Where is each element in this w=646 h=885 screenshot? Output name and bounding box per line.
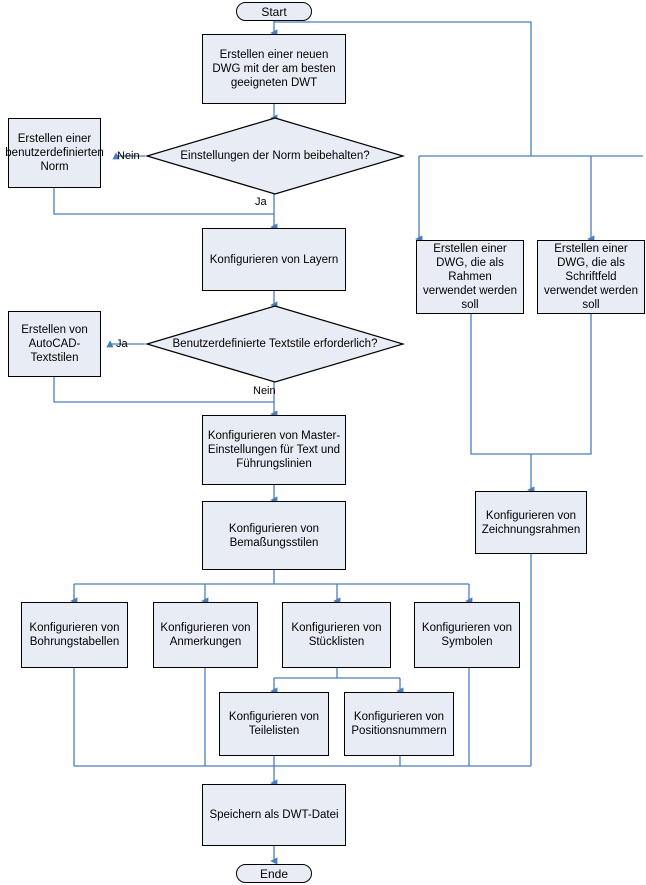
decision-custom-textstyles-label: Benutzerdefinierte Textstile erforderlic… [172,338,378,350]
node-acad-textstyles[interactable]: Erstellen von AutoCAD-Textstilen [8,311,101,377]
node-sheet-formats[interactable]: Konfigurieren von Zeichnungsrahmen [475,491,587,554]
node-save-dwt-label: Speichern als DWT-Datei [209,809,339,821]
edge-dwgs-to-bus [470,313,592,455]
edge-label-custom-text-no: Nein [253,385,276,397]
node-new-dwg-label: Erstellen einer neuen DWG mit der am bes… [212,49,336,89]
node-parts-lists[interactable]: Konfigurieren von Stücklisten [282,602,391,668]
node-dwg-titleblock[interactable]: Erstellen einer DWG, die als Schriftfeld… [537,240,645,314]
terminal-start-label: Start [261,4,287,19]
node-annotations[interactable]: Konfigurieren von Anmerkungen [153,602,258,668]
decision-keep-standard[interactable]: Einstellungen der Norm beibehalten? [144,117,406,195]
terminal-end-label: Ende [259,866,289,881]
node-hole-tables[interactable]: Konfigurieren von Bohrungstabellen [21,602,128,668]
node-master-text[interactable]: Konfigurieren von Master-Einstellungen f… [202,415,346,485]
node-hole-tables-label: Konfigurieren von Bohrungstabellen [29,622,120,648]
node-layers[interactable]: Konfigurieren von Layern [202,228,346,291]
node-custom-norm[interactable]: Erstellen einer benutzerdefinierten Norm [5,118,104,188]
node-annotations-label: Konfigurieren von Anmerkungen [160,622,251,648]
node-layers-label: Konfigurieren von Layern [209,253,339,266]
node-symbols-label: Konfigurieren von Symbolen [421,622,513,648]
node-item-lists[interactable]: Konfigurieren von Teilelisten [219,692,329,756]
node-symbols[interactable]: Konfigurieren von Symbolen [414,602,520,668]
decision-custom-textstyles[interactable]: Benutzerdefinierte Textstile erforderlic… [144,305,406,383]
edge-label-custom-text-yes: Ja [116,338,128,350]
decision-keep-standard-label: Einstellungen der Norm beibehalten? [180,150,370,162]
edge-label-keep-standard-yes: Ja [255,196,267,208]
node-save-dwt[interactable]: Speichern als DWT-Datei [202,784,346,846]
node-dimstyles[interactable]: Konfigurieren von Bemaßungsstilen [202,501,346,570]
node-dwg-border-label: Erstellen einer DWG, die als Rahmen verw… [423,243,517,311]
node-master-text-label: Konfigurieren von Master-Einstellungen f… [207,430,341,470]
node-balloons-label: Konfigurieren von Positionsnummern [351,711,447,737]
node-parts-lists-label: Konfigurieren von Stücklisten [291,622,382,648]
node-balloons[interactable]: Konfigurieren von Positionsnummern [344,692,454,756]
terminal-end[interactable]: Ende [236,864,312,883]
node-custom-norm-label: Erstellen einer benutzerdefinierten Norm [5,133,104,173]
terminal-start[interactable]: Start [236,2,312,21]
edge-label-keep-standard-no: Nein [117,150,140,162]
node-dwg-titleblock-label: Erstellen einer DWG, die als Schriftfeld… [544,243,638,311]
node-acad-textstyles-label: Erstellen von AutoCAD-Textstilen [21,324,88,364]
node-dimstyles-label: Konfigurieren von Bemaßungsstilen [228,522,320,549]
node-dwg-border[interactable]: Erstellen einer DWG, die als Rahmen verw… [416,240,524,314]
node-sheet-formats-label: Konfigurieren von Zeichnungsrahmen [481,509,581,536]
node-item-lists-label: Konfigurieren von Teilelisten [228,711,320,737]
node-new-dwg[interactable]: Erstellen einer neuen DWG mit der am bes… [202,34,346,104]
